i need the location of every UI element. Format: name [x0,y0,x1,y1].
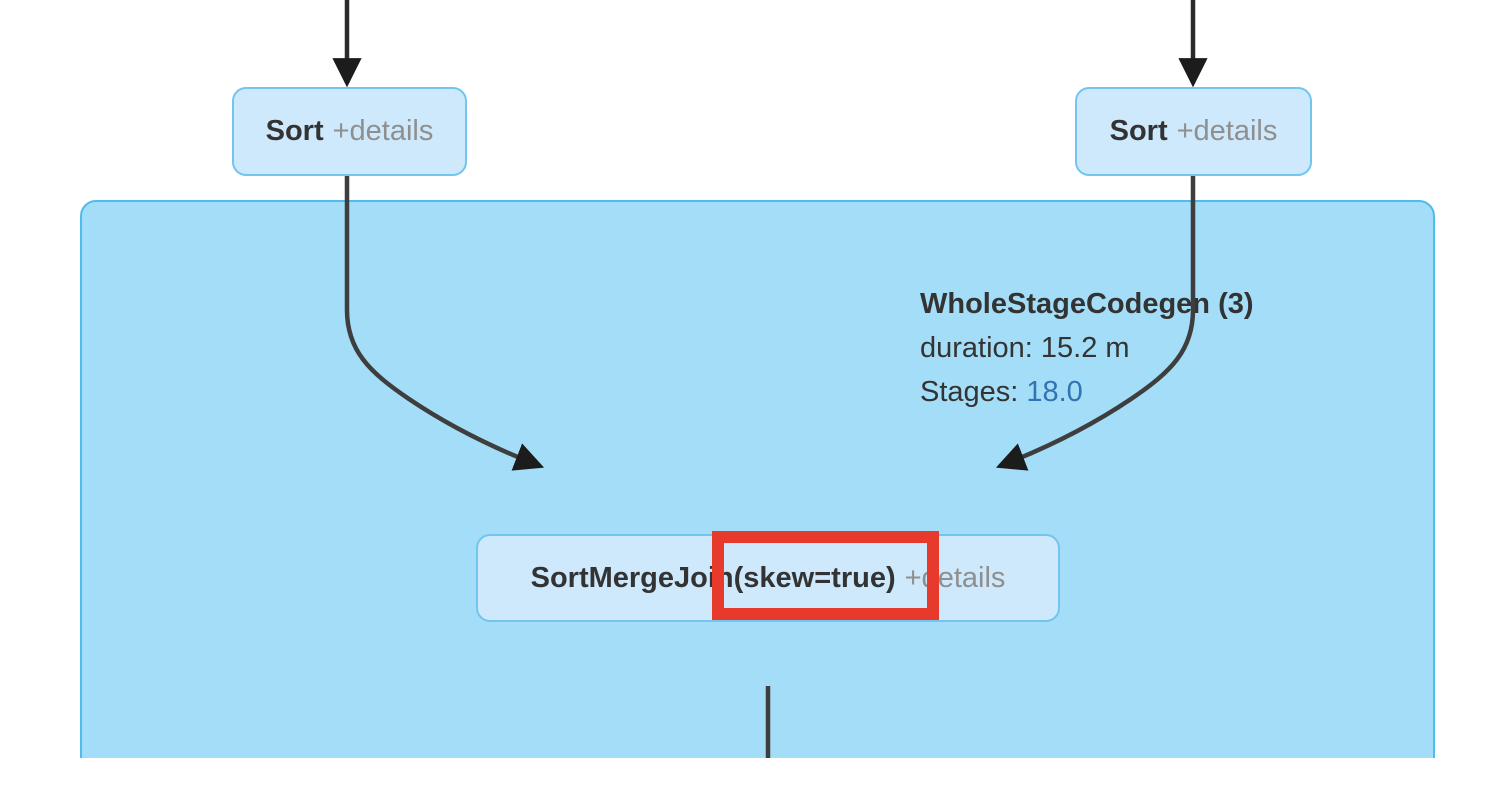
sort-right-details-link[interactable]: +details [1176,115,1278,147]
sortmergejoin-details-link[interactable]: +details [904,561,1006,594]
node-sort-left-label: Sort [265,115,324,147]
cluster-stages-line: Stages:18.0 [920,370,1254,414]
sort-left-details-link[interactable]: +details [332,115,434,147]
node-sortmergejoin: SortMergeJoin(skew=true) +details [476,534,1060,622]
node-sort-right: Sort +details [1075,87,1312,176]
node-sort-left: Sort +details [232,87,467,176]
skew-highlight-annotation [712,531,939,620]
node-sort-right-label: Sort [1109,115,1168,147]
cluster-title: WholeStageCodegen (3) [920,288,1254,320]
wholestagecodegen-cluster-rect [80,200,1435,758]
cluster-stages-label: Stages: [920,376,1019,408]
cluster-duration: duration: 15.2 m [920,332,1130,364]
stage-link[interactable]: 18.0 [1026,376,1083,408]
wholestagecodegen-cluster [80,200,1435,758]
wholestagecodegen-label: WholeStageCodegen (3) duration: 15.2 m S… [920,282,1254,414]
